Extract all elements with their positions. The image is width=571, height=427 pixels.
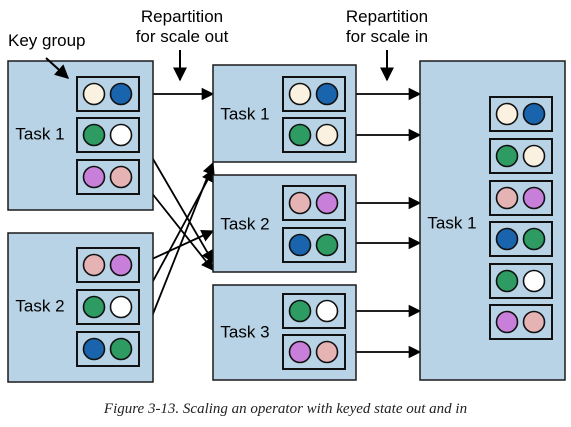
key-white-circle	[109, 295, 133, 319]
key-pink-circle	[315, 340, 339, 364]
key-purple-circle	[288, 340, 312, 364]
repartition-out-label-line2: for scale out	[136, 27, 229, 46]
key-purple-circle	[109, 253, 133, 277]
key-pink-circle	[109, 165, 133, 189]
figure-caption: Figure 3-13. Scaling an operator with ke…	[103, 401, 468, 417]
task-label: Task 2	[220, 214, 269, 233]
key-purple-circle	[82, 165, 106, 189]
key-cream-circle	[82, 82, 106, 106]
key-cream-circle	[495, 102, 519, 126]
key-green-circle	[288, 299, 312, 323]
task-nodes: Task 1 Task 2 Task 1 Task 2 Task 3 Task 1	[7, 60, 566, 383]
key-blue-circle	[495, 227, 519, 251]
key-white-circle	[522, 269, 546, 293]
task-label: Task 2	[15, 296, 64, 315]
key-cream-circle	[288, 82, 312, 106]
key-pink-circle	[522, 310, 546, 334]
key-purple-circle	[495, 310, 519, 334]
key-green-circle	[522, 227, 546, 251]
key-blue-circle	[109, 82, 133, 106]
key-white-circle	[315, 299, 339, 323]
key-green-circle	[288, 123, 312, 147]
key-green-circle	[82, 123, 106, 147]
key-pink-circle	[82, 253, 106, 277]
key-white-circle	[109, 123, 133, 147]
repartition-in-label-line1: Repartition	[346, 7, 428, 26]
key-green-circle	[315, 233, 339, 257]
key-blue-circle	[82, 337, 106, 361]
key-blue-circle	[522, 102, 546, 126]
task-label: Task 3	[220, 322, 269, 341]
task-label: Task 1	[220, 104, 269, 123]
task-label: Task 1	[427, 213, 476, 232]
key-cream-circle	[315, 123, 339, 147]
annotations: Key group Repartition for scale out Repa…	[8, 7, 428, 82]
key-green-circle	[82, 295, 106, 319]
key-pink-circle	[288, 191, 312, 215]
repartition-out-label-line1: Repartition	[141, 7, 223, 26]
task-label: Task 1	[15, 124, 64, 143]
key-green-circle	[109, 337, 133, 361]
key-green-circle	[495, 144, 519, 168]
key-group-pointer-arrow	[45, 57, 70, 79]
key-group-label: Key group	[8, 31, 86, 50]
key-green-circle	[495, 269, 519, 293]
key-pink-circle	[495, 186, 519, 210]
repartition-in-label-line2: for scale in	[346, 27, 428, 46]
key-blue-circle	[288, 233, 312, 257]
key-purple-circle	[522, 186, 546, 210]
key-blue-circle	[315, 82, 339, 106]
key-purple-circle	[315, 191, 339, 215]
key-cream-circle	[522, 144, 546, 168]
